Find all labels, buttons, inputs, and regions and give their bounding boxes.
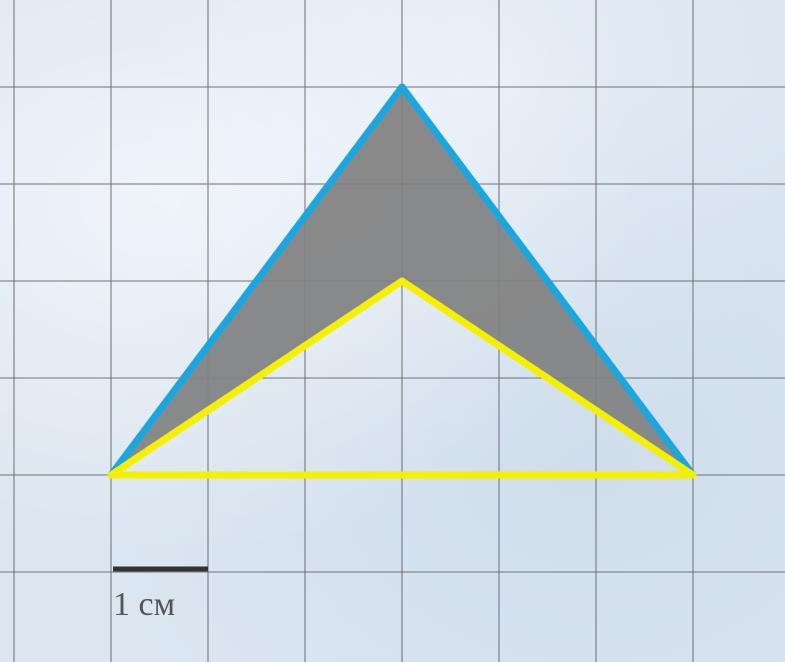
scale-label: 1 см — [113, 586, 175, 623]
outer-right-edge — [398, 83, 697, 479]
inner-left-edge — [107, 277, 406, 479]
outer-left-edge — [107, 83, 406, 479]
inner-right-edge — [398, 277, 697, 479]
inner-triangle-edges — [107, 277, 697, 479]
outer-triangle-edges — [107, 83, 697, 479]
